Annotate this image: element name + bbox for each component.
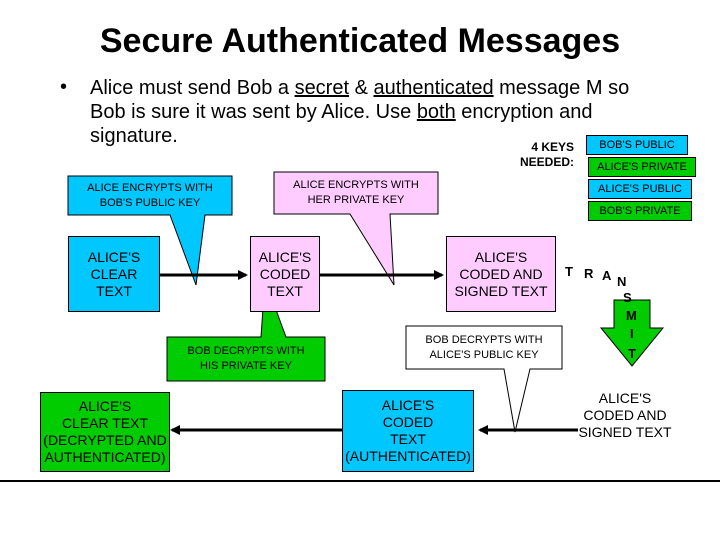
bullet-text: Alice must send Bob a secret & authentic… [90, 76, 670, 148]
transmit-letter-a: A [602, 268, 612, 283]
callout-pointer-bob-private [166, 279, 326, 382]
bullet-symbol: • [60, 76, 68, 98]
keys-needed-line1: 4 KEYS [531, 140, 575, 154]
bullet-line1-b: & [349, 77, 374, 99]
bullet-both: both [416, 101, 456, 123]
transmit-letter-t2: T [628, 346, 636, 361]
keys-needed-label: 4 KEYS NEEDED: [520, 140, 574, 170]
transmit-letter-t1: T [565, 264, 573, 279]
bullet-line3: signature. [90, 125, 178, 147]
bullet-line1-c: message M so [493, 77, 630, 99]
callout-pointer-alice-public [405, 325, 563, 433]
bullet-authenticated: authenticated [373, 77, 494, 99]
bullet-line2-b: encryption and [455, 101, 593, 123]
transmit-letter-m: M [626, 308, 637, 323]
key-alices-public: ALICE'S PUBLIC [588, 179, 692, 199]
bullet-line1-a: Alice must send Bob a [90, 77, 295, 99]
transmit-letter-n: N [617, 274, 627, 289]
bullet-secret: secret [294, 77, 350, 99]
callout-pointer-bob-public [67, 175, 233, 286]
transmit-arrow [599, 299, 665, 367]
key-alices-private: ALICE'S PRIVATE [588, 157, 696, 177]
key-bobs-private: BOB'S PRIVATE [588, 201, 692, 221]
page-title: Secure Authenticated Messages [99, 22, 621, 60]
callout-pointer-alice-private [273, 171, 439, 286]
transmit-letter-r: R [584, 266, 594, 281]
bullet-line2-a: Bob is sure it was sent by Alice. Use [90, 101, 417, 123]
transmit-letter-i: I [630, 326, 634, 341]
key-bobs-public: BOB'S PUBLIC [586, 135, 688, 155]
transmit-letter-s: S [623, 290, 632, 305]
keys-needed-line2: NEEDED: [520, 155, 575, 169]
